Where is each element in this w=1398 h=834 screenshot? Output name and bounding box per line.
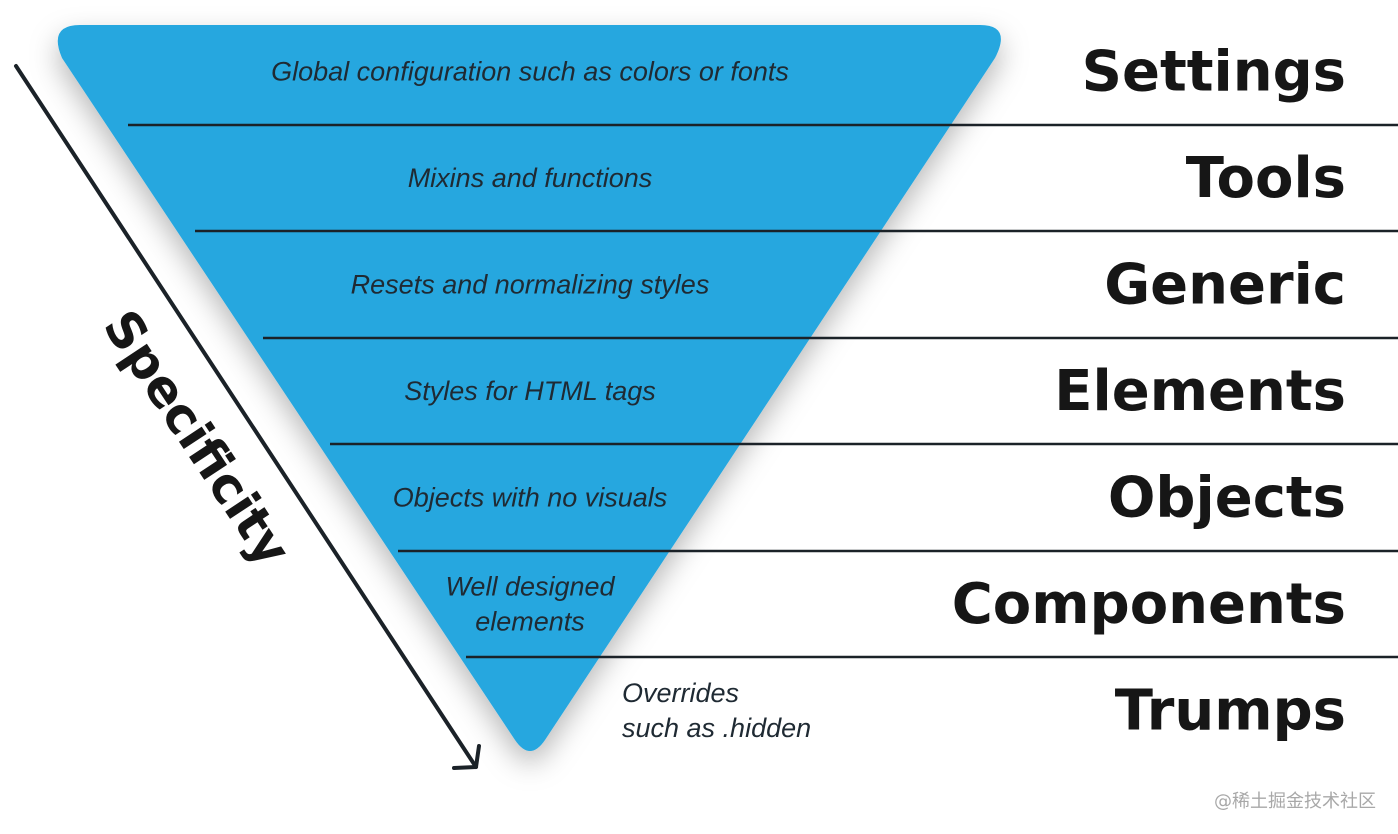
layer-descriptions: Global configuration such as colors or f… — [271, 56, 811, 743]
watermark: @稀土掘金技术社区 — [1214, 791, 1376, 812]
layer-names: SettingsToolsGenericElementsObjectsCompo… — [952, 39, 1346, 743]
layer-name-settings: Settings — [1082, 39, 1346, 104]
layer-description-line: Resets and normalizing styles — [351, 269, 710, 299]
layer-description-objects: Objects with no visuals — [393, 482, 668, 512]
layer-description-line: Objects with no visuals — [393, 482, 668, 512]
layer-description-line: Global configuration such as colors or f… — [271, 56, 789, 86]
specificity-arrow — [14, 64, 481, 770]
layer-description-line: Well designed — [445, 571, 615, 601]
layer-description-line: such as .hidden — [622, 713, 811, 743]
layer-description-generic: Resets and normalizing styles — [351, 269, 710, 299]
layer-separators — [128, 123, 1398, 659]
layer-description-trumps: Overrides such as .hidden — [622, 678, 811, 743]
layer-name-elements: Elements — [1054, 359, 1346, 424]
layer-name-trumps: Trumps — [1115, 678, 1346, 743]
specificity-arrow-shaft — [14, 64, 478, 769]
specificity-arrow-head — [452, 744, 481, 770]
layer-description-line: Overrides — [622, 678, 739, 708]
layer-description-tools: Mixins and functions — [408, 163, 653, 193]
layer-name-generic: Generic — [1104, 252, 1346, 317]
layer-name-tools: Tools — [1186, 146, 1346, 211]
layer-description-line: elements — [475, 606, 585, 636]
layer-description-line: Styles for HTML tags — [404, 376, 656, 406]
layer-description-components: Well designed elements — [445, 571, 615, 636]
layer-name-objects: Objects — [1108, 465, 1346, 530]
inverted-pyramid — [57, 25, 1001, 751]
layer-description-settings: Global configuration such as colors or f… — [271, 56, 789, 86]
layer-description-elements: Styles for HTML tags — [404, 376, 656, 406]
layer-name-components: Components — [952, 572, 1346, 637]
layer-description-line: Mixins and functions — [408, 163, 653, 193]
